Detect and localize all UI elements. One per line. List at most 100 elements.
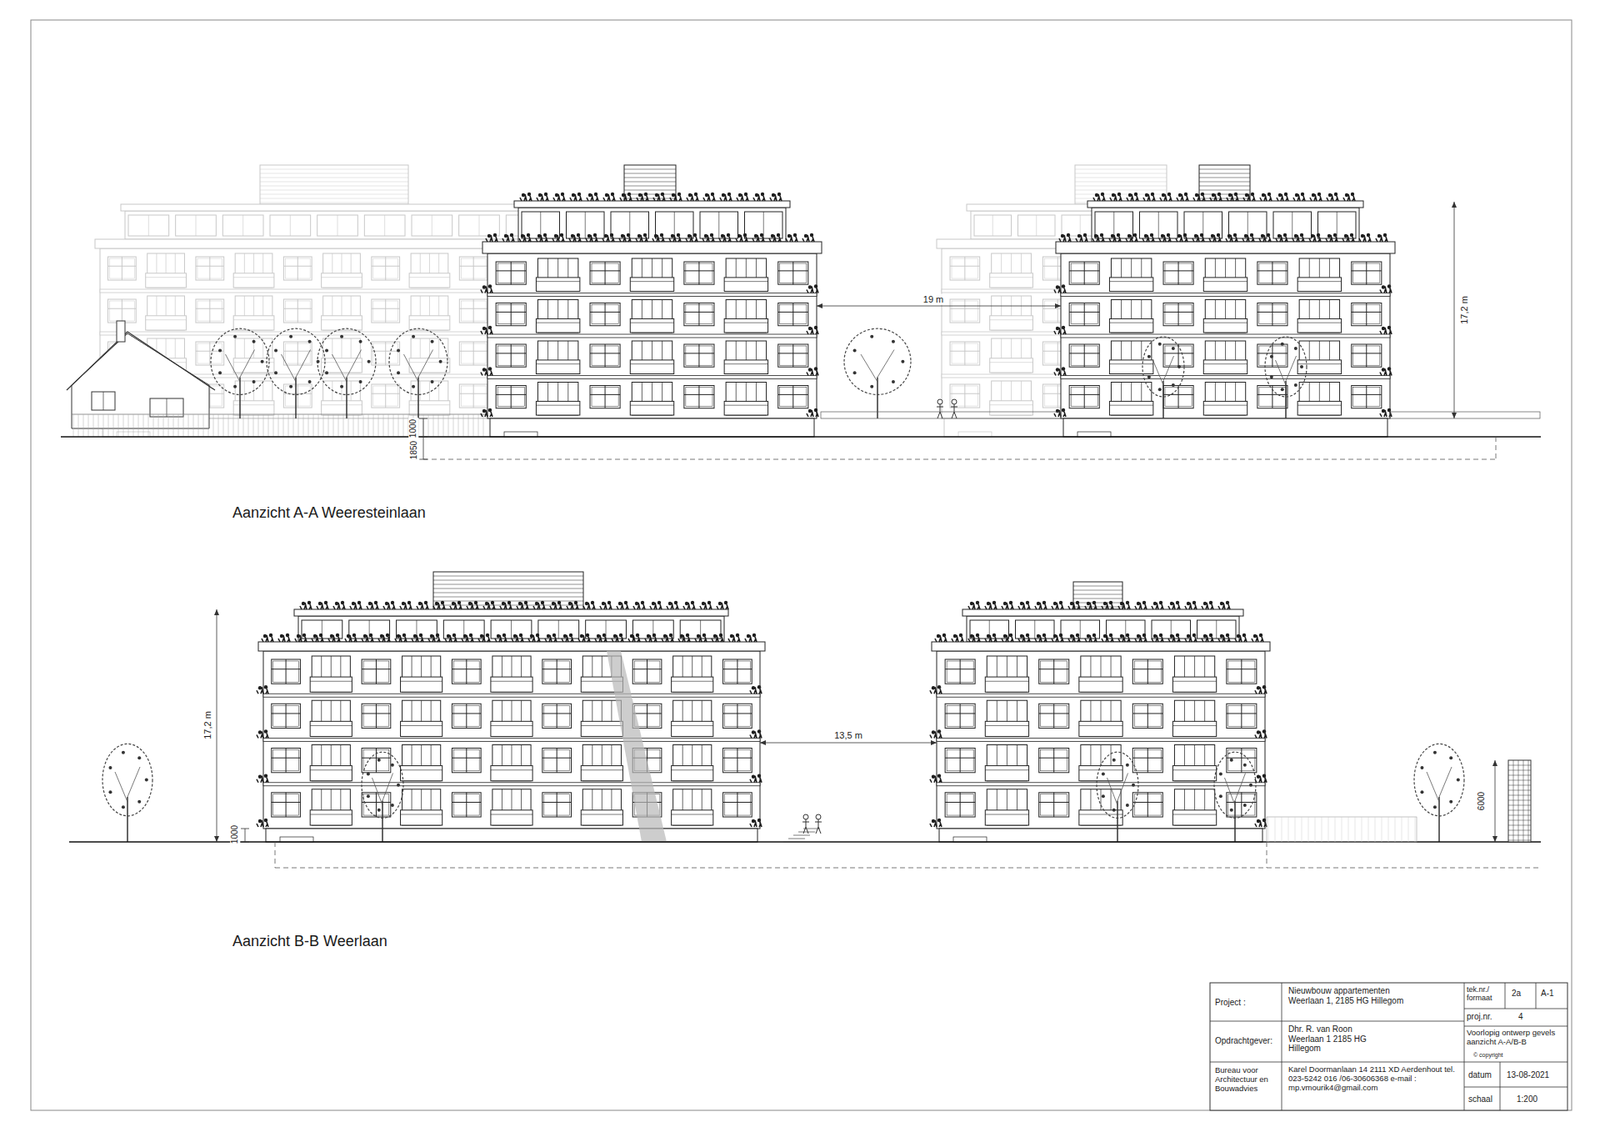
line <box>145 276 187 278</box>
plant-leaf <box>307 600 311 605</box>
rect <box>778 261 809 285</box>
rect <box>630 360 674 375</box>
tree-leaf <box>891 380 895 384</box>
rect <box>233 273 275 288</box>
plant-leaf <box>430 634 434 638</box>
line <box>736 703 738 728</box>
rect <box>950 384 980 408</box>
plant-leaf <box>1216 233 1220 237</box>
plant-leaf <box>1220 601 1224 605</box>
line <box>556 703 558 728</box>
line <box>271 801 301 803</box>
plant-leaf <box>1283 233 1287 237</box>
plant-leaf <box>485 601 489 605</box>
rect <box>409 315 450 330</box>
line <box>313 414 315 437</box>
plant-leaf <box>669 633 673 637</box>
rect <box>580 720 623 736</box>
line <box>724 322 768 324</box>
plant-leaf <box>285 633 290 637</box>
rect <box>820 411 1061 419</box>
line <box>1073 585 1123 587</box>
plant-leaf <box>480 634 484 638</box>
plant-leaf <box>730 634 734 638</box>
rect <box>685 263 713 283</box>
plant-leaf <box>1055 367 1060 371</box>
plant-leaf <box>1142 633 1146 637</box>
line <box>283 308 312 310</box>
plant-leaf <box>258 819 262 823</box>
plant-leaf <box>504 234 508 238</box>
line <box>271 668 301 670</box>
rect <box>544 794 570 815</box>
line <box>1163 311 1194 313</box>
line <box>723 801 753 803</box>
plant-leaf <box>1153 634 1157 638</box>
line <box>1199 173 1250 175</box>
line <box>258 414 260 437</box>
line <box>778 394 809 395</box>
plant-leaf <box>571 193 575 197</box>
line <box>195 265 225 267</box>
tree-leaf <box>1171 383 1175 387</box>
line <box>590 311 620 313</box>
rect <box>321 400 363 415</box>
tree-leaf <box>377 808 381 812</box>
line <box>178 414 180 437</box>
line <box>556 792 558 817</box>
line <box>990 319 1034 320</box>
rect <box>1095 211 1134 239</box>
rect <box>518 207 786 242</box>
line <box>473 414 475 437</box>
tree-crown <box>361 751 404 818</box>
plant-leaf <box>635 601 639 605</box>
plant-leaf <box>543 233 547 237</box>
plant-leaf <box>485 633 490 637</box>
rect <box>265 828 758 842</box>
plant-leaf <box>1225 600 1230 605</box>
line <box>371 393 400 395</box>
plant-leaf <box>931 730 935 734</box>
tree-leaf <box>308 380 312 384</box>
plant-leaf <box>1020 601 1024 605</box>
rect <box>946 705 974 726</box>
rect <box>263 738 760 742</box>
plant-leaf <box>627 192 631 196</box>
rect <box>684 303 715 326</box>
plant-leaf <box>1175 600 1180 605</box>
line <box>580 769 623 770</box>
plant-leaf <box>688 193 692 197</box>
plant-leaf <box>657 600 661 605</box>
rect <box>780 305 807 325</box>
rect <box>1039 659 1070 684</box>
line <box>465 659 467 684</box>
rect <box>1165 387 1192 407</box>
plant-leaf <box>1055 285 1060 289</box>
rect <box>1132 703 1163 728</box>
plant-leaf <box>743 233 747 237</box>
plant-leaf <box>1042 633 1046 637</box>
rect <box>487 375 817 380</box>
plant-leaf <box>652 633 656 637</box>
line <box>1271 303 1273 326</box>
rect <box>145 315 187 330</box>
plant-leaf <box>544 192 548 196</box>
plant-leaf <box>638 193 642 197</box>
rect <box>1060 253 1390 419</box>
plant-leaf <box>1262 685 1266 689</box>
line <box>271 757 301 759</box>
line <box>195 308 225 310</box>
rect <box>373 343 399 364</box>
line <box>1073 598 1123 600</box>
line <box>1132 712 1163 714</box>
line <box>145 319 187 320</box>
rect <box>610 211 650 239</box>
line <box>423 418 425 460</box>
plant-leaf <box>770 234 775 238</box>
line <box>718 211 720 239</box>
line <box>960 792 961 817</box>
line <box>375 748 377 773</box>
plant-leaf <box>685 633 690 637</box>
line <box>240 350 255 378</box>
line <box>724 280 768 282</box>
